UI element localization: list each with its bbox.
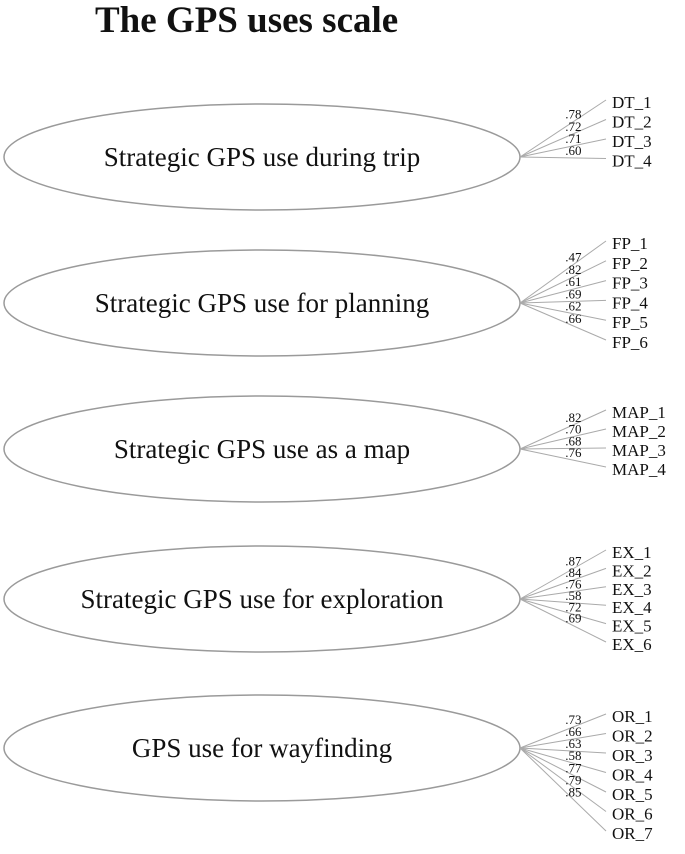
indicator-item: EX_2: [612, 561, 652, 580]
loading-value: .73: [565, 712, 581, 727]
indicator-line: [519, 240, 607, 304]
indicator-item: FP_1: [612, 234, 648, 253]
indicator-item: EX_3: [612, 580, 652, 599]
indicator-line: [519, 598, 607, 643]
factor-label: Strategic GPS use during trip: [104, 142, 420, 172]
loading-value: .69: [565, 286, 581, 301]
loading-value: .70: [565, 422, 581, 437]
indicator-item: MAP_4: [612, 460, 666, 479]
indicator-item: EX_1: [612, 543, 652, 562]
indicator-item: OR_1: [612, 707, 653, 726]
indicator-line: [519, 99, 607, 158]
indicator-item: OR_4: [612, 766, 653, 785]
indicator-line: [519, 448, 607, 468]
factor-label: Strategic GPS use as a map: [114, 434, 410, 464]
indicator-item: FP_5: [612, 313, 648, 332]
indicator-line: [519, 747, 607, 812]
loading-value: .82: [565, 410, 581, 425]
loading-value: .85: [565, 784, 581, 799]
loading-value: .58: [565, 588, 581, 603]
factor-block: Strategic GPS use for planning .47 FP_1 .82…: [3, 234, 648, 357]
factor-block: GPS use for wayfinding .73 OR_1 .66 OR_2 .63O…: [3, 694, 653, 843]
indicator-line: [519, 567, 607, 600]
loading-value: .66: [565, 311, 582, 326]
indicator-item: DT_1: [612, 93, 652, 112]
indicator-item: EX_5: [612, 617, 652, 636]
indicator-line: [519, 713, 607, 749]
indicator-item: FP_4: [612, 293, 648, 312]
indicator-line: [519, 598, 607, 625]
loading-value: .76: [565, 445, 582, 460]
loading-value: .58: [565, 748, 581, 763]
loading-value: .62: [565, 299, 581, 314]
indicator-item: OR_2: [612, 727, 653, 746]
indicator-line: [519, 598, 607, 606]
loading-value: .76: [565, 576, 582, 591]
loading-value: .79: [565, 772, 581, 787]
indicator-line: [519, 747, 607, 773]
loading-value: .72: [565, 599, 581, 614]
indicator-item: FP_6: [612, 333, 648, 352]
loading-value: .69: [565, 611, 581, 626]
factor-block: Strategic GPS use for exploration .87 EX_1…: [3, 543, 652, 654]
indicator-item: OR_3: [612, 746, 653, 765]
indicator-line: [519, 586, 607, 600]
indicator-item: OR_7: [612, 824, 653, 843]
loading-value: .60: [565, 143, 581, 158]
indicator-item: DT_3: [612, 132, 652, 151]
indicator-item: OR_5: [612, 785, 653, 804]
loading-value: .82: [565, 262, 581, 277]
indicator-item: MAP_1: [612, 403, 666, 422]
loading-value: .77: [565, 760, 582, 775]
loading-value: .71: [565, 131, 581, 146]
indicator-item: EX_6: [612, 635, 652, 654]
factor-label: Strategic GPS use for exploration: [81, 584, 444, 614]
factor-label: Strategic GPS use for planning: [95, 288, 429, 318]
indicator-item: FP_3: [612, 274, 648, 293]
indicator-line: [519, 302, 607, 321]
factor-label: GPS use for wayfinding: [132, 733, 392, 763]
indicator-line: [519, 156, 607, 159]
loading-value: .72: [565, 119, 581, 134]
loading-value: .47: [565, 250, 582, 265]
indicator-line: [519, 260, 607, 304]
indicator-item: DT_2: [612, 113, 652, 132]
loading-value: .78: [565, 107, 581, 122]
indicator-line: [519, 428, 607, 450]
indicator-line: [519, 747, 607, 832]
indicator-line: [519, 138, 607, 158]
loading-value: .87: [565, 554, 582, 569]
loading-value: .68: [565, 433, 581, 448]
indicator-line: [519, 733, 607, 749]
indicator-line: [519, 299, 607, 304]
indicator-item: FP_2: [612, 254, 648, 273]
diagram-title: The GPS uses scale: [95, 0, 398, 41]
indicator-item: DT_4: [612, 152, 652, 171]
indicator-item: OR_6: [612, 805, 653, 824]
loading-value: .61: [565, 274, 581, 289]
loading-value: .66: [565, 724, 582, 739]
indicator-line: [519, 447, 607, 450]
indicator-line: [519, 119, 607, 158]
indicator-line: [519, 280, 607, 304]
indicator-item: EX_4: [612, 598, 652, 617]
indicator-item: MAP_3: [612, 441, 666, 460]
indicator-line: [519, 747, 607, 754]
loading-value: .84: [565, 565, 582, 580]
loading-value: .63: [565, 736, 581, 751]
indicator-line: [519, 302, 607, 341]
indicator-line: [519, 409, 607, 450]
indicator-line: [519, 549, 607, 600]
indicator-item: MAP_2: [612, 422, 666, 441]
indicator-line: [519, 747, 607, 793]
